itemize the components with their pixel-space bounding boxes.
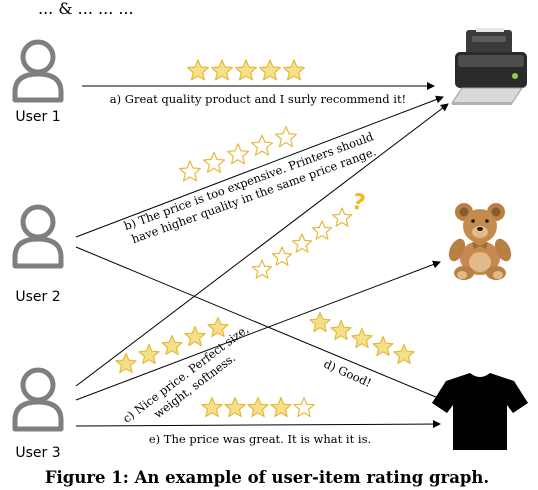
edge-user3-teddy	[75, 260, 441, 401]
edge-user3-tshirt	[75, 420, 441, 429]
edge-user3-printer	[75, 103, 449, 387]
star-filled-icon	[210, 59, 234, 81]
star-empty-icon	[251, 259, 273, 279]
edges	[75, 82, 449, 429]
user-label: User 1	[15, 109, 60, 125]
review-d: d) Good!	[322, 357, 374, 390]
star-filled-icon	[224, 396, 246, 418]
star-filled-icon	[186, 59, 210, 81]
figure-caption: Figure 1: An example of user-item rating…	[45, 468, 489, 487]
user-1-node: User 1	[12, 39, 64, 125]
heading-fragment: ... & ... ... ...	[38, 0, 134, 18]
star-filled-icon	[309, 311, 331, 333]
star-empty-icon	[178, 160, 202, 182]
star-empty-icon	[226, 143, 250, 165]
unknown-rating-question-mark: ?	[350, 189, 368, 216]
star-filled-icon	[234, 59, 258, 81]
review-e: e) The price was great. It is what it is…	[149, 432, 371, 446]
star-empty-icon	[274, 126, 298, 148]
star-filled-icon	[270, 396, 292, 418]
review-b: b) The price is too expensive. Printers …	[122, 129, 378, 246]
star-empty-icon	[331, 207, 353, 227]
star-filled-icon	[161, 334, 183, 356]
user-label: User 2	[15, 289, 60, 305]
star-empty-icon	[293, 396, 315, 418]
printer-icon	[451, 28, 527, 105]
star-empty-icon	[291, 233, 313, 253]
star-filled-icon	[282, 59, 306, 81]
star-filled-icon	[393, 343, 415, 365]
t-shirt-icon	[432, 373, 528, 450]
user-icon	[12, 204, 64, 269]
rating-stars	[115, 59, 415, 418]
review-b-line-2: have higher quality in the same price ra…	[130, 144, 378, 246]
star-filled-icon	[247, 396, 269, 418]
user-icon	[12, 367, 64, 432]
user-icon	[12, 39, 64, 103]
user-2-node: User 2	[12, 204, 64, 305]
user-3-node: User 3	[12, 367, 64, 461]
star-empty-icon	[250, 134, 274, 156]
star-empty-icon	[202, 151, 226, 173]
star-filled-icon	[201, 396, 223, 418]
star-filled-icon	[330, 319, 352, 341]
star-filled-icon	[138, 343, 160, 365]
star-filled-icon	[184, 325, 206, 347]
review-a: a) Great quality product and I surly rec…	[110, 92, 406, 106]
edge-user2-tshirt	[75, 246, 444, 401]
star-filled-icon	[207, 316, 229, 338]
star-filled-icon	[115, 352, 137, 374]
star-empty-icon	[311, 220, 333, 240]
star-empty-icon	[271, 246, 293, 266]
edge-user2-printer	[75, 95, 444, 238]
review-b-line-1: b) The price is too expensive. Printers …	[122, 129, 376, 233]
teddy-bear-icon	[448, 203, 512, 280]
user-label: User 3	[15, 445, 60, 461]
star-filled-icon	[351, 327, 373, 349]
star-filled-icon	[258, 59, 282, 81]
star-filled-icon	[372, 335, 394, 357]
